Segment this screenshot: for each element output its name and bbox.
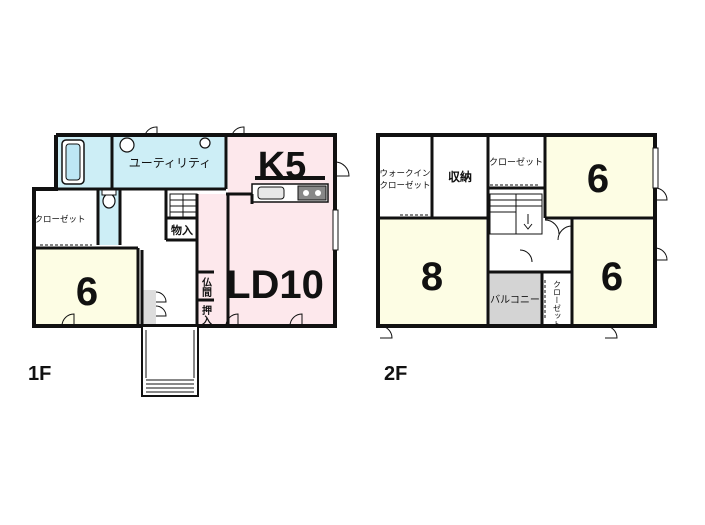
label-balcony: バルコニー [490,294,540,306]
label-oshiire: 押入 [200,304,212,326]
label-room-6-1f: 6 [76,270,98,314]
label-storage-1f: 物入 [171,223,193,237]
label-utility: ユーティリティ [129,156,212,170]
label-closet-top-2f: クローゼット [489,156,543,168]
label-walkin-closet-line2: クローゼット [379,180,430,191]
washbasin-icon [199,137,211,149]
window-ldk [332,209,339,251]
entry-step-fill [142,290,156,326]
label-room-6-top-2f: 6 [587,157,609,201]
burner-icon [303,190,309,196]
staircase-2f [489,193,543,235]
label-walkin-closet-line1: ウォークイン [379,169,430,179]
bathtub-inner-icon [65,143,81,181]
room-6-top-fill [545,135,655,217]
staircase-1f [169,193,198,219]
entrance-ramp [141,325,199,397]
label-altar-room: 仏間 [200,277,212,298]
floor-2-plan: ウォークイン クローゼット 収納 クローゼット 6 8 6 バルコニー クローゼ… [376,133,668,385]
walls-2f [376,133,657,328]
room-8-fill [378,218,486,326]
floor-label-2f: 2F [384,363,407,385]
label-closet-1f: クローゼット [34,214,85,225]
window-2f [652,147,659,189]
washing-machine-icon [119,137,135,153]
inner-walls-2f [378,135,655,326]
label-room-6-bottom-2f: 6 [601,255,623,299]
room-6-bottom-fill [572,220,655,326]
stove-icon [297,185,327,201]
label-room-8-2f: 8 [421,255,443,299]
balcony-fill [488,272,542,326]
sink-icon [257,186,285,200]
label-closet-vertical-2f: クローゼット [553,280,562,328]
inner-walls-1f [34,135,254,326]
label-living-dining: LD10 [226,263,324,307]
room-western-1f-fill [34,248,138,326]
kitchen-wall-cabinet [255,176,325,180]
room-ld-extension-fill [197,194,228,326]
floor-1-plan: ユーティリティ クローゼット 6 K5 LD10 物入 仏間 押入 1F [28,126,350,397]
toilet-tank-icon [101,189,117,196]
burner-icon [315,190,321,196]
toilet-icon [102,193,116,209]
label-storage-2f: 収納 [448,169,472,184]
label-kitchen: K5 [258,145,307,187]
floor-label-1f: 1F [28,363,51,385]
room-ldk-fill [228,136,335,326]
sliding-doors-2f [400,184,546,320]
